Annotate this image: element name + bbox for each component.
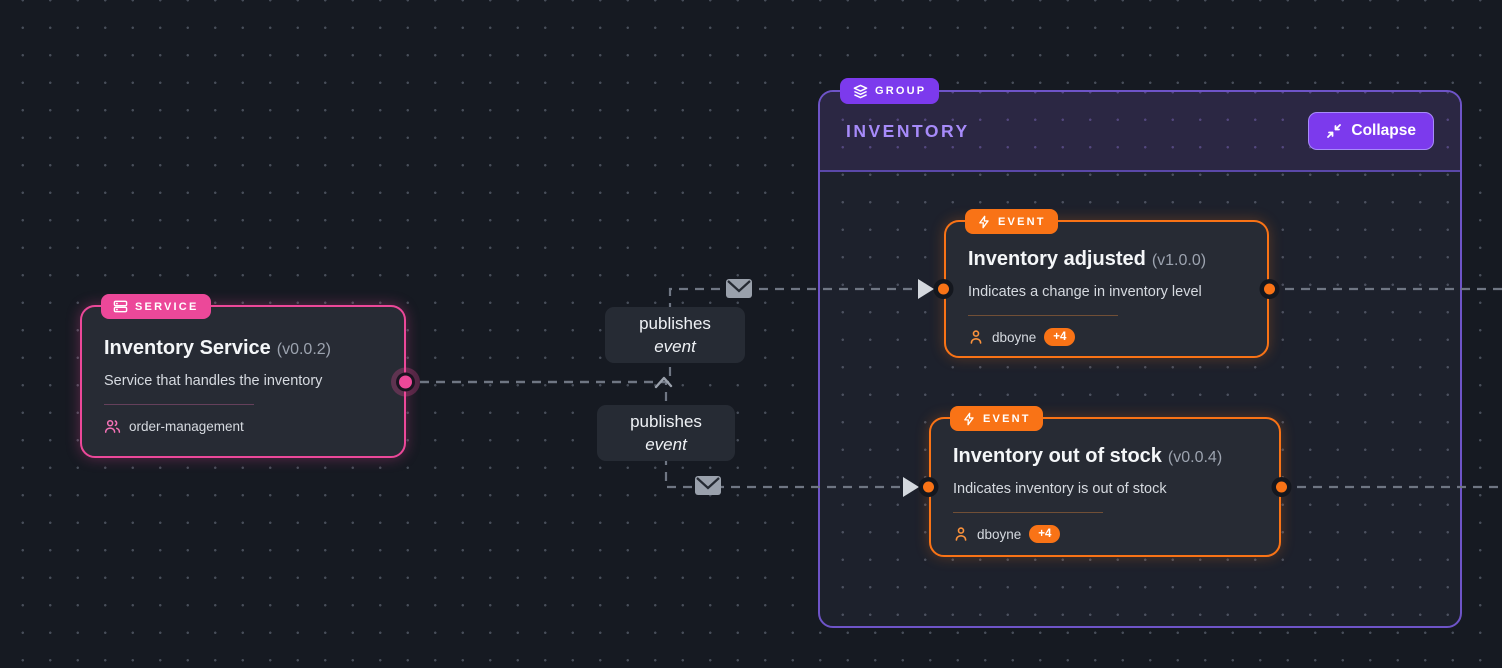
service-version: (v0.0.2) [276,341,331,358]
service-description: Service that handles the inventory [104,373,323,389]
event-source-handle[interactable] [1276,481,1287,493]
service-owner: order-management [129,418,244,434]
person-icon [953,526,969,542]
event-target-handle[interactable] [923,481,934,493]
event-owner: dboyne [977,526,1022,542]
layers-icon [853,84,868,99]
bolt-icon [962,412,976,426]
event-version: (v1.0.0) [1151,252,1207,269]
node-inventory-out-of-stock[interactable]: EVENT Inventory out of stock (v0.0.4) Ind… [923,406,1287,557]
bolt-icon [977,215,991,229]
envelope-icon [726,279,752,298]
collapse-icon [1326,123,1342,139]
event-owner: dboyne [992,329,1037,345]
event-target-handle[interactable] [938,283,949,295]
service-title: Inventory Service [104,337,271,359]
divider [968,315,1118,316]
edge-label-line1: publishes [639,314,711,333]
owner-count-badge[interactable]: +4 [1044,328,1076,346]
event-title: Inventory adjusted [968,248,1146,270]
event-badge: EVENT [965,209,1058,234]
service-badge-label: SERVICE [135,300,199,313]
group-badge: GROUP [840,78,940,104]
edge-label-publishes-event-1: publishes event [605,307,745,363]
envelope-icon [695,476,721,495]
edge-label-line2: event [645,435,687,454]
edge-junction-arrow [654,376,673,389]
divider [104,404,254,405]
owner-count-badge[interactable]: +4 [1029,525,1061,543]
server-icon [113,299,128,314]
event-badge-label: EVENT [983,412,1031,425]
event-badge-label: EVENT [998,215,1046,228]
edge-label-line2: event [654,337,696,356]
group-inventory: GROUP INVENTORY Collapse [818,78,1462,628]
event-source-handle[interactable] [1264,283,1275,295]
node-inventory-service[interactable]: SERVICE Inventory Service (v0.0.2) Servic… [80,294,412,458]
event-description: Indicates a change in inventory level [968,284,1202,300]
event-title: Inventory out of stock [953,445,1162,467]
person-icon [968,329,984,345]
event-version: (v0.0.4) [1167,449,1223,466]
edge-label-line1: publishes [630,412,702,431]
edge-label-publishes-event-2: publishes event [597,405,735,461]
divider [953,512,1103,513]
service-source-handle[interactable] [399,375,412,388]
event-description: Indicates inventory is out of stock [953,481,1167,497]
node-inventory-adjusted[interactable]: EVENT Inventory adjusted (v1.0.0) Indicat… [938,209,1275,358]
collapse-label: Collapse [1351,122,1416,139]
group-header: INVENTORY Collapse [820,92,1460,172]
group-title: INVENTORY [846,120,970,141]
users-icon [104,418,121,435]
event-badge: EVENT [950,406,1043,431]
service-badge: SERVICE [101,294,211,319]
group-badge-label: GROUP [875,85,927,97]
collapse-button[interactable]: Collapse [1308,112,1434,150]
